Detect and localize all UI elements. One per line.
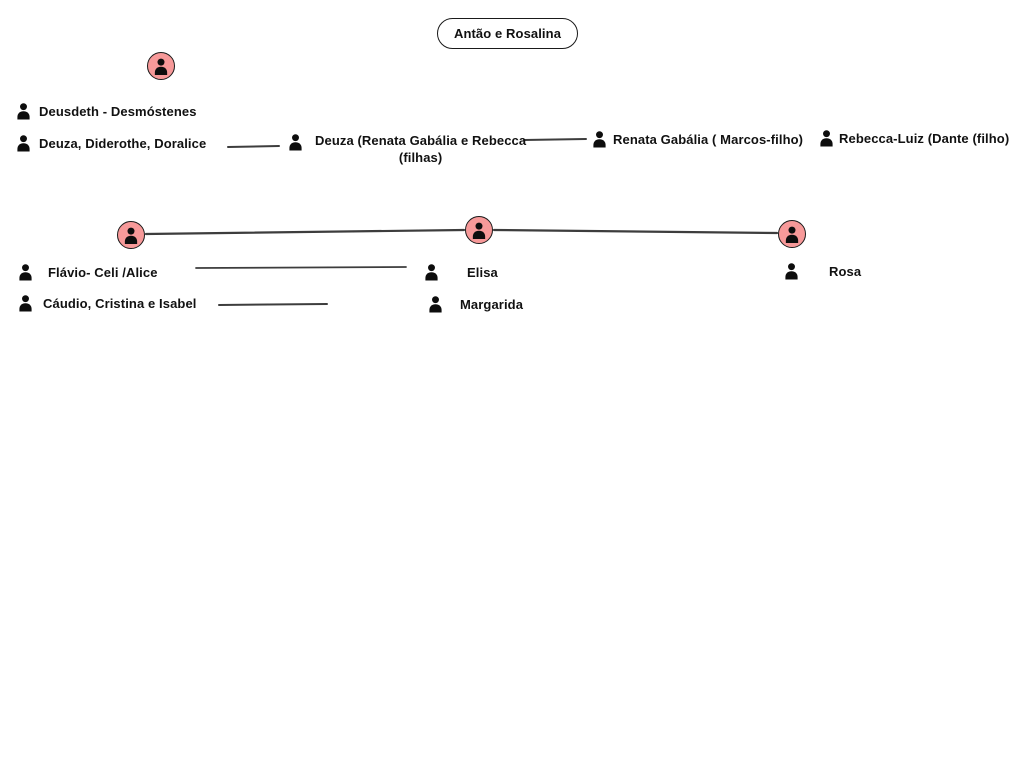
person-label-deuza-sisters[interactable]: Deuza, Diderothe, Doralice [16, 133, 206, 153]
person-label-text: Renata Gabália ( Marcos-filho) [613, 131, 804, 147]
person-icon [428, 295, 443, 313]
person-label-text-stack: Deuza (Renata Gabália e Rebecca (filhas) [315, 132, 526, 166]
person-label-text: Margarida [460, 296, 524, 312]
connector-avatar-left-to-center[interactable] [144, 228, 466, 236]
person-label-text: Flávio- Celi /Alice [48, 264, 158, 280]
title-node[interactable]: Antão e Rosalina [437, 18, 578, 49]
avatar-node-right[interactable] [778, 220, 806, 248]
person-label-rebecca[interactable]: Rebecca-Luiz (Dante (filho) [819, 128, 1009, 148]
connector-flavio-to-elisa[interactable] [195, 266, 407, 269]
connector-avatar-center-to-right[interactable] [492, 228, 779, 235]
person-icon [18, 294, 33, 312]
person-icon [819, 129, 834, 147]
person-icon [592, 130, 607, 148]
person-label-deuza[interactable]: Deuza (Renata Gabália e Rebecca (filhas) [288, 132, 526, 166]
person-icon [123, 227, 139, 244]
person-icon [288, 133, 303, 151]
person-icon [424, 263, 439, 281]
person-label-text: Cáudio, Cristina e Isabel [43, 295, 197, 311]
avatar-node-left[interactable] [117, 221, 145, 249]
person-icon [16, 134, 31, 152]
person-label-text: Deusdeth - Desmóstenes [39, 103, 197, 119]
connector-deuza-to-renata[interactable] [523, 138, 587, 141]
person-label-text-line2: (filhas) [398, 150, 443, 165]
person-icon [16, 102, 31, 120]
person-label-text: Rebecca-Luiz (Dante (filho) [839, 130, 1010, 146]
person-label-elisa[interactable]: Elisa [424, 262, 498, 282]
person-icon [784, 262, 799, 280]
person-label-flavio[interactable]: Flávio- Celi /Alice [18, 262, 158, 282]
person-label-caudio[interactable]: Cáudio, Cristina e Isabel [18, 293, 197, 313]
person-icon [153, 58, 169, 75]
avatar-node-top[interactable] [147, 52, 175, 80]
person-label-text: Deuza, Diderothe, Doralice [39, 135, 207, 151]
title-text: Antão e Rosalina [453, 26, 562, 41]
person-label-text: Rosa [829, 263, 862, 279]
person-label-deusdeth[interactable]: Deusdeth - Desmóstenes [16, 101, 197, 121]
person-icon [784, 226, 800, 243]
connector-deuza-sisters-to-deuza[interactable] [227, 145, 280, 148]
connector-caudio-to-margarida[interactable] [218, 303, 328, 306]
avatar-node-center[interactable] [465, 216, 493, 244]
person-label-text: Elisa [467, 264, 498, 280]
person-label-renata[interactable]: Renata Gabália ( Marcos-filho) [592, 129, 803, 149]
person-label-text-line1: Deuza (Renata Gabália e Rebecca [315, 133, 527, 148]
person-label-rosa[interactable]: Rosa [784, 261, 861, 281]
person-icon [471, 222, 487, 239]
person-icon [18, 263, 33, 281]
person-label-margarida[interactable]: Margarida [428, 294, 523, 314]
